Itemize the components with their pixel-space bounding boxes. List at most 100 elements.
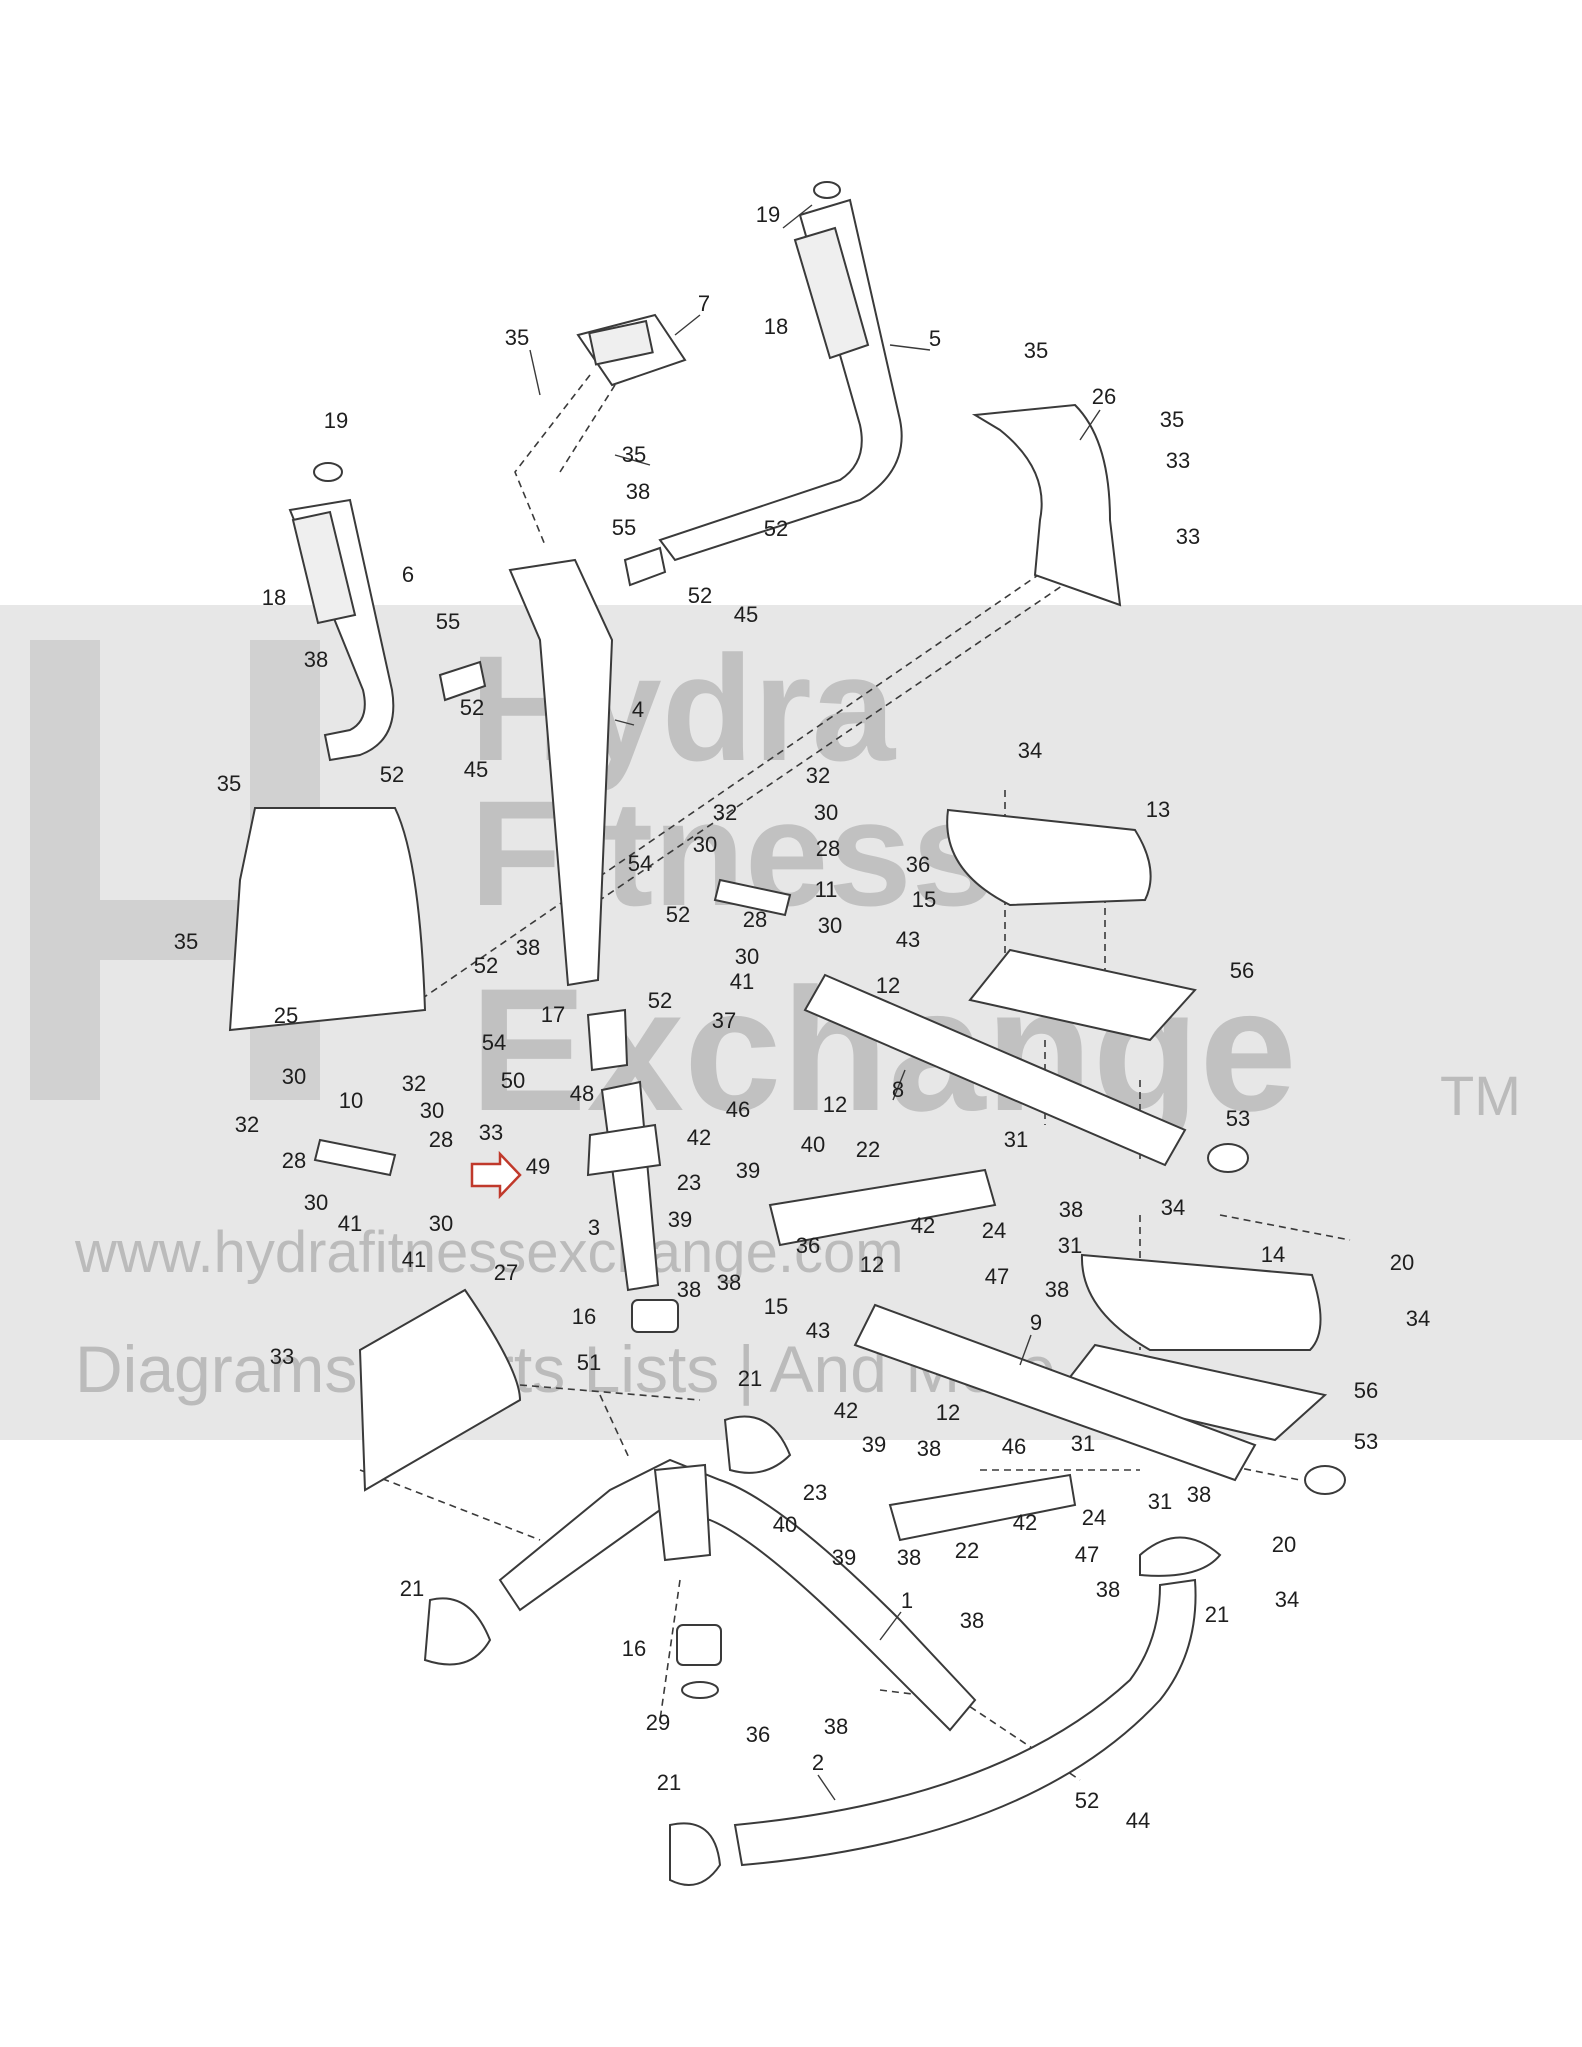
part-callout-39: 39	[736, 1158, 760, 1183]
part-callout-45: 45	[734, 602, 758, 627]
right-shroud-part	[971, 403, 1122, 607]
part-callout-33: 33	[270, 1344, 294, 1369]
part-callout-35: 35	[622, 442, 646, 467]
part-callout-53: 53	[1354, 1429, 1378, 1454]
part-callout-12: 12	[823, 1092, 847, 1117]
part-callout-41: 41	[730, 969, 754, 994]
part-callout-23: 23	[803, 1480, 827, 1505]
part-callout-55: 55	[436, 609, 460, 634]
foot-21-center	[723, 1415, 792, 1474]
part-callout-51: 51	[577, 1350, 601, 1375]
right-pedal-pad-part	[968, 948, 1197, 1042]
part-callout-30: 30	[693, 832, 717, 857]
part-callout-54: 54	[628, 851, 652, 876]
part-callout-47: 47	[985, 1264, 1009, 1289]
part-callout-21: 21	[1205, 1602, 1229, 1627]
part-callout-40: 40	[773, 1512, 797, 1537]
part-callout-19: 19	[756, 202, 780, 227]
part-callout-30: 30	[429, 1211, 453, 1236]
part-callout-29: 29	[646, 1710, 670, 1735]
part-callout-52: 52	[688, 583, 712, 608]
upright-tube-part	[508, 558, 614, 987]
part-callout-28: 28	[282, 1148, 306, 1173]
part-callout-52: 52	[380, 762, 404, 787]
part-callout-11: 11	[815, 877, 838, 902]
frame-post-part	[653, 1463, 712, 1562]
part-callout-3: 3	[588, 1215, 600, 1240]
left-pedal-part	[1080, 1253, 1322, 1351]
part-callout-42: 42	[834, 1398, 858, 1423]
part-callout-30: 30	[818, 913, 842, 938]
part-callout-8: 8	[892, 1077, 904, 1102]
part-callout-28: 28	[743, 907, 767, 932]
part-callout-38: 38	[897, 1545, 921, 1570]
part-callout-41: 41	[338, 1211, 362, 1236]
part-callout-54: 54	[482, 1030, 506, 1055]
left-shroud-part	[228, 807, 427, 1032]
left-pedal-arm-part	[853, 1303, 1257, 1482]
part-callout-6: 6	[402, 562, 414, 587]
part-callout-33: 33	[1166, 448, 1190, 473]
part-callout-36: 36	[746, 1722, 770, 1747]
part-callout-46: 46	[726, 1097, 750, 1122]
part-callout-52: 52	[474, 953, 498, 978]
part-callout-36: 36	[796, 1233, 820, 1258]
part-callout-49: 49	[526, 1154, 550, 1179]
part-callout-12: 12	[876, 973, 900, 998]
part-callout-32: 32	[235, 1112, 259, 1137]
part-callout-30: 30	[735, 944, 759, 969]
part-callout-13: 13	[1146, 797, 1170, 822]
part-callout-5: 5	[929, 326, 941, 351]
part-callout-18: 18	[764, 314, 788, 339]
right-pedal-part	[946, 808, 1152, 907]
part-callout-50: 50	[501, 1068, 525, 1093]
part-callout-38: 38	[626, 479, 650, 504]
washer-29-part	[681, 1681, 719, 1699]
part-callout-32: 32	[806, 763, 830, 788]
part-callout-52: 52	[666, 902, 690, 927]
part-callout-16: 16	[622, 1636, 646, 1661]
crank-arm-10-part	[313, 1138, 397, 1177]
part-callout-42: 42	[1013, 1510, 1037, 1535]
part-callout-35: 35	[505, 325, 529, 350]
part-callout-52: 52	[764, 516, 788, 541]
part-callout-45: 45	[464, 757, 488, 782]
part-callout-43: 43	[806, 1318, 830, 1343]
part-callout-15: 15	[912, 887, 936, 912]
part-callout-18: 18	[262, 585, 286, 610]
sleeve-55-lower	[438, 660, 487, 702]
part-callout-32: 32	[713, 800, 737, 825]
part-callout-1: 1	[901, 1588, 913, 1613]
right-pedal-arm-part	[803, 973, 1187, 1167]
bushing-16-upper	[631, 1299, 679, 1333]
part-callout-38: 38	[516, 935, 540, 960]
part-callout-38: 38	[824, 1714, 848, 1739]
foot-21-left	[423, 1597, 492, 1666]
right-handlebar-part	[658, 181, 903, 562]
lower-link-part	[888, 1473, 1077, 1542]
part-callout-38: 38	[717, 1270, 741, 1295]
part-callout-53: 53	[1226, 1106, 1250, 1131]
part-callout-39: 39	[668, 1207, 692, 1232]
part-callout-23: 23	[677, 1170, 701, 1195]
part-callout-38: 38	[917, 1436, 941, 1461]
part-callout-35: 35	[1160, 407, 1184, 432]
part-callout-35: 35	[174, 929, 198, 954]
part-callout-34: 34	[1275, 1587, 1299, 1612]
bushing-17-part	[586, 1008, 629, 1072]
part-callout-38: 38	[677, 1277, 701, 1302]
part-callout-52: 52	[648, 988, 672, 1013]
part-callout-12: 12	[936, 1400, 960, 1425]
part-callout-46: 46	[1002, 1434, 1026, 1459]
part-callout-22: 22	[955, 1538, 979, 1563]
part-callout-42: 42	[911, 1213, 935, 1238]
part-callout-34: 34	[1406, 1306, 1430, 1331]
part-callout-33: 33	[479, 1120, 503, 1145]
left-handlebar-part	[288, 462, 395, 762]
part-callout-35: 35	[1024, 338, 1048, 363]
part-callout-33: 33	[1176, 524, 1200, 549]
part-callout-21: 21	[400, 1576, 424, 1601]
part-callout-52: 52	[1075, 1788, 1099, 1813]
part-callout-38: 38	[304, 647, 328, 672]
part-callout-30: 30	[304, 1190, 328, 1215]
